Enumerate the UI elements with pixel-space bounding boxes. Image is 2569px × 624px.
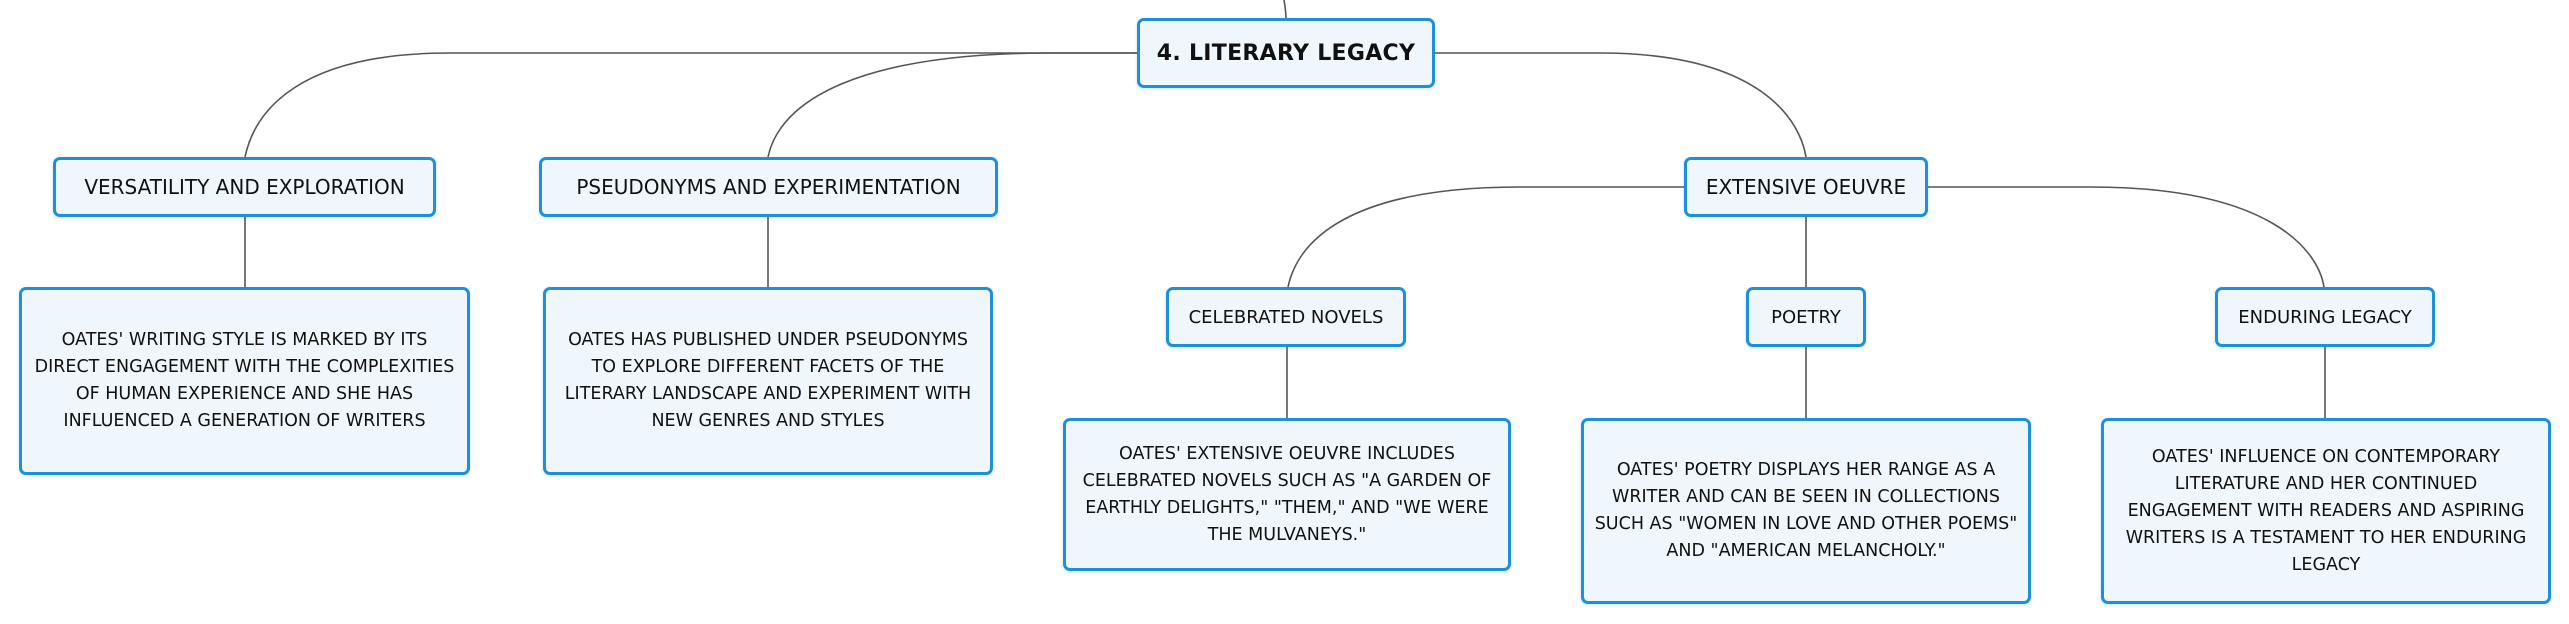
connector-root-parent [1283,0,1287,19]
subtopic-node-label: CELEBRATED NOVELS [1188,306,1384,328]
root-node[interactable]: 4. LITERARY LEGACY [1137,18,1435,88]
connector-oeuvre-legacy [1928,186,2325,288]
subtopic-node-celebrated-novels[interactable]: CELEBRATED NOVELS [1166,287,1406,347]
topic-node-pseudonyms[interactable]: PSEUDONYMS AND EXPERIMENTATION [539,157,998,217]
description-text: OATES HAS PUBLISHED UNDER PSEUDONYMS TO … [564,330,972,431]
topic-node-extensive-oeuvre[interactable]: EXTENSIVE OEUVRE [1684,157,1928,217]
topic-node-versatility[interactable]: VERSATILITY AND EXPLORATION [53,157,436,217]
connector-root-versatility [244,52,1137,158]
subtopic-node-poetry[interactable]: POETRY [1746,287,1866,347]
description-text: OATES' POETRY DISPLAYS HER RANGE AS A WR… [1594,460,2018,561]
topic-node-label: VERSATILITY AND EXPLORATION [84,175,405,199]
subtopic-node-label: ENDURING LEGACY [2238,306,2412,328]
description-text: OATES' INFLUENCE ON CONTEMPORARY LITERAT… [2125,446,2527,575]
description-node-poetry[interactable]: OATES' POETRY DISPLAYS HER RANGE AS A WR… [1581,418,2031,604]
connector-root-pseudonyms [767,52,1137,158]
description-node-celebrated-novels[interactable]: OATES' EXTENSIVE OEUVRE INCLUDES CELEBRA… [1063,418,1511,571]
description-node-enduring-legacy[interactable]: OATES' INFLUENCE ON CONTEMPORARY LITERAT… [2101,418,2551,604]
description-node-versatility[interactable]: OATES' WRITING STYLE IS MARKED BY ITS DI… [19,287,470,475]
description-text: OATES' EXTENSIVE OEUVRE INCLUDES CELEBRA… [1082,443,1492,545]
description-text: OATES' WRITING STYLE IS MARKED BY ITS DI… [34,330,455,431]
topic-node-label: PSEUDONYMS AND EXPERIMENTATION [576,175,961,199]
description-node-pseudonyms[interactable]: OATES HAS PUBLISHED UNDER PSEUDONYMS TO … [543,287,993,475]
subtopic-node-label: POETRY [1771,306,1841,328]
root-node-label: 4. LITERARY LEGACY [1156,40,1416,66]
subtopic-node-enduring-legacy[interactable]: ENDURING LEGACY [2215,287,2435,347]
topic-node-label: EXTENSIVE OEUVRE [1705,175,1907,199]
connector-root-oeuvre [1435,52,1807,158]
connector-oeuvre-novels [1287,186,1684,288]
